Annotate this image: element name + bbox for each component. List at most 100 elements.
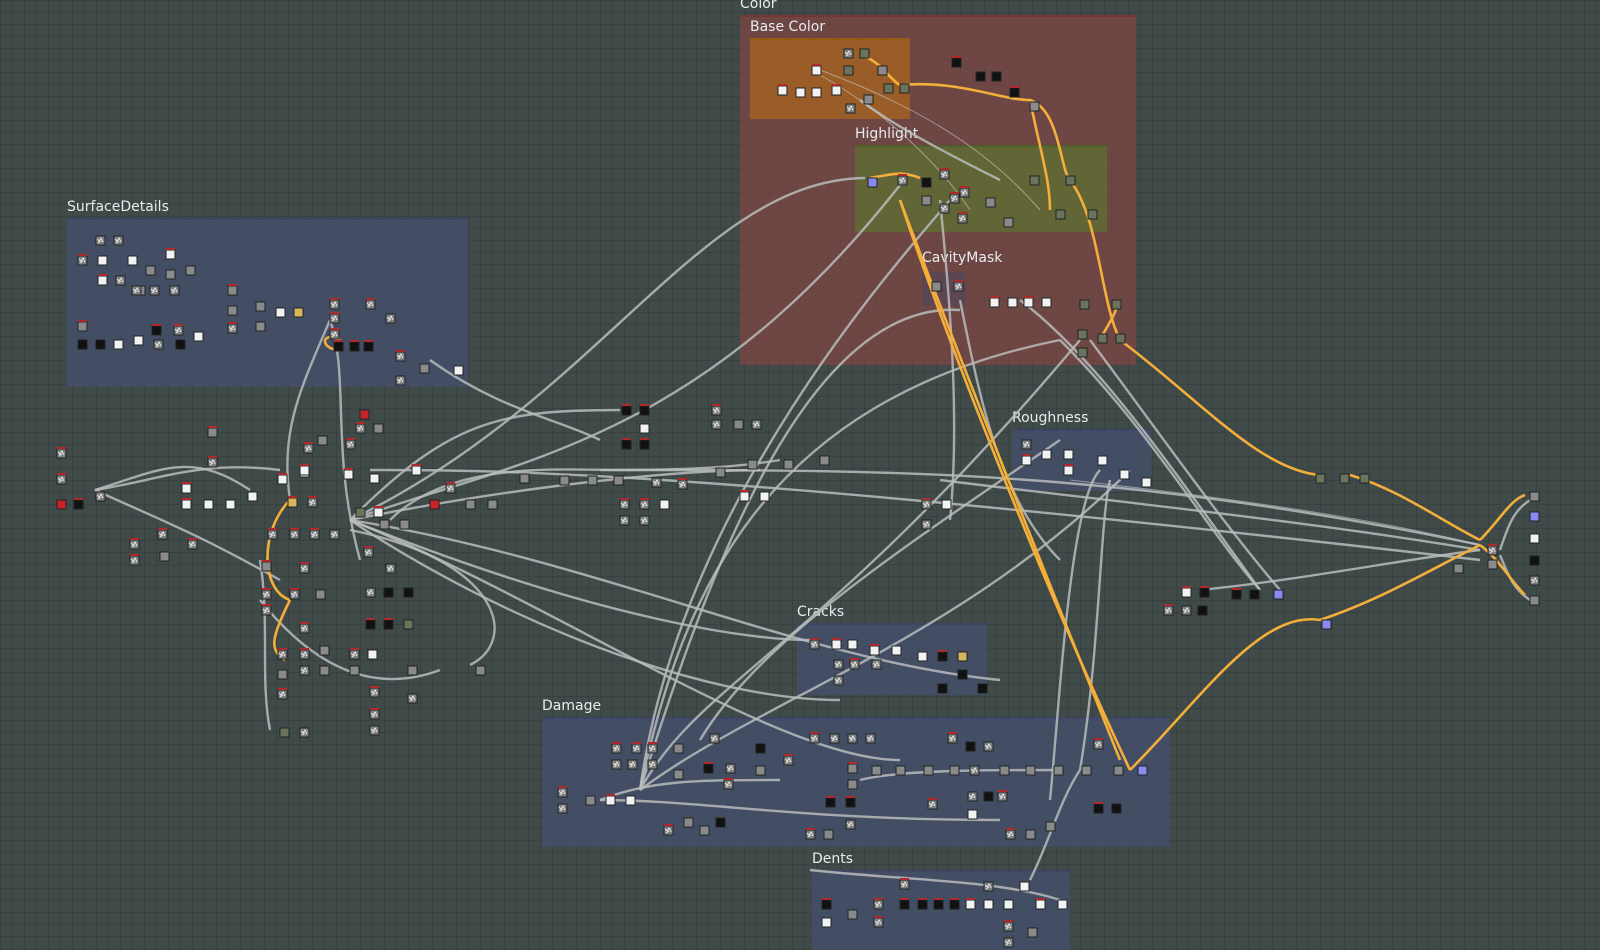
gray-node[interactable] [871, 765, 882, 776]
noise-node[interactable] [349, 648, 360, 660]
gray-node[interactable] [373, 423, 384, 434]
noise-node[interactable] [921, 519, 932, 530]
white-node[interactable] [97, 255, 108, 266]
noise-node[interactable] [56, 447, 67, 459]
gray-node[interactable] [877, 65, 888, 76]
dark-node[interactable] [383, 587, 394, 598]
gray-node[interactable] [931, 281, 942, 292]
white-node[interactable] [639, 423, 650, 434]
gray-node[interactable] [465, 499, 476, 510]
gray-node[interactable] [1029, 101, 1040, 112]
dark-node[interactable] [951, 56, 962, 68]
noise-node[interactable] [363, 546, 374, 558]
gray-node[interactable] [863, 94, 874, 105]
dark-node[interactable] [937, 683, 948, 694]
dark-node[interactable] [77, 339, 88, 350]
noise-node[interactable] [927, 798, 938, 810]
gray-node[interactable] [999, 765, 1010, 776]
white-node[interactable] [1023, 296, 1034, 308]
gray-node[interactable] [1453, 563, 1464, 574]
blend-node[interactable] [1321, 619, 1332, 630]
noise-node[interactable] [227, 322, 238, 334]
gray-node[interactable] [559, 475, 570, 486]
nodes[interactable] [56, 48, 1540, 948]
dark-node[interactable] [363, 340, 374, 352]
noise-node[interactable] [663, 824, 674, 836]
dark-node[interactable] [1111, 803, 1122, 814]
dark-node[interactable] [715, 817, 726, 828]
dark-node[interactable] [175, 339, 186, 350]
noise-node[interactable] [809, 732, 820, 744]
gray-node[interactable] [921, 195, 932, 206]
noise-node[interactable] [173, 324, 184, 336]
white-node[interactable] [967, 809, 978, 820]
gray-node[interactable] [949, 765, 960, 776]
noise-node[interactable] [619, 498, 630, 510]
noise-node[interactable] [709, 733, 720, 744]
gray-node[interactable] [1113, 765, 1124, 776]
white-node[interactable] [759, 491, 770, 502]
dark-node[interactable] [977, 683, 988, 694]
noise-node[interactable] [829, 733, 840, 744]
noise-node[interactable] [997, 790, 1008, 802]
gray-node[interactable] [475, 665, 486, 676]
noise-node[interactable] [369, 725, 380, 736]
noise-node[interactable] [959, 186, 970, 198]
dark-node[interactable] [933, 898, 944, 910]
white-node[interactable] [1021, 454, 1032, 466]
gray-node[interactable] [145, 265, 156, 276]
noise-node[interactable] [845, 819, 856, 830]
dark-node[interactable] [1093, 802, 1104, 814]
noise-node[interactable] [631, 742, 642, 754]
color-node[interactable] [429, 499, 440, 510]
noise-node[interactable] [299, 727, 310, 738]
gray-node[interactable] [847, 909, 858, 920]
noise-node[interactable] [899, 878, 910, 890]
blend-node[interactable] [1273, 589, 1284, 600]
noise-node[interactable] [639, 515, 650, 526]
white-node[interactable] [965, 898, 976, 910]
noise-node[interactable] [897, 174, 908, 186]
noise-node[interactable] [847, 733, 858, 744]
gray-node[interactable] [673, 769, 684, 780]
noise-node[interactable] [949, 192, 960, 204]
gray-node[interactable] [1003, 217, 1014, 228]
color-node[interactable] [1315, 473, 1326, 484]
noise-node[interactable] [1163, 604, 1174, 616]
white-node[interactable] [277, 473, 288, 485]
dark-node[interactable] [1197, 605, 1208, 616]
noise-node[interactable] [611, 759, 622, 770]
noise-node[interactable] [1003, 937, 1014, 948]
color-node[interactable] [56, 499, 67, 510]
dark-node[interactable] [991, 71, 1002, 82]
frame-surface-details[interactable]: SurfaceDetails [67, 199, 468, 387]
dark-node[interactable] [975, 71, 986, 82]
white-node[interactable] [369, 473, 380, 484]
noise-node[interactable] [261, 588, 272, 600]
noise-node[interactable] [865, 733, 876, 744]
dark-node[interactable] [1231, 588, 1242, 600]
white-node[interactable] [1019, 881, 1030, 892]
white-node[interactable] [777, 84, 788, 96]
noise-node[interactable] [369, 708, 380, 720]
dark-node[interactable] [825, 796, 836, 808]
noise-node[interactable] [289, 528, 300, 540]
dark-node[interactable] [899, 898, 910, 910]
gray-node[interactable] [261, 560, 272, 572]
white-node[interactable] [605, 794, 616, 806]
noise-node[interactable] [369, 686, 380, 698]
gray-node[interactable] [1529, 491, 1540, 502]
noise-node[interactable] [611, 742, 622, 754]
white-node[interactable] [1063, 464, 1074, 476]
dark-node[interactable] [333, 340, 344, 352]
noise-node[interactable] [843, 48, 854, 59]
white-node[interactable] [831, 638, 842, 650]
noise-node[interactable] [639, 498, 650, 510]
noise-node[interactable] [849, 658, 860, 670]
blend-node[interactable] [1137, 765, 1148, 776]
color-node[interactable] [1359, 473, 1370, 484]
gray-node[interactable] [1045, 821, 1056, 832]
white-node[interactable] [1119, 469, 1130, 480]
color-node[interactable] [1097, 333, 1108, 344]
noise-node[interactable] [921, 498, 932, 510]
